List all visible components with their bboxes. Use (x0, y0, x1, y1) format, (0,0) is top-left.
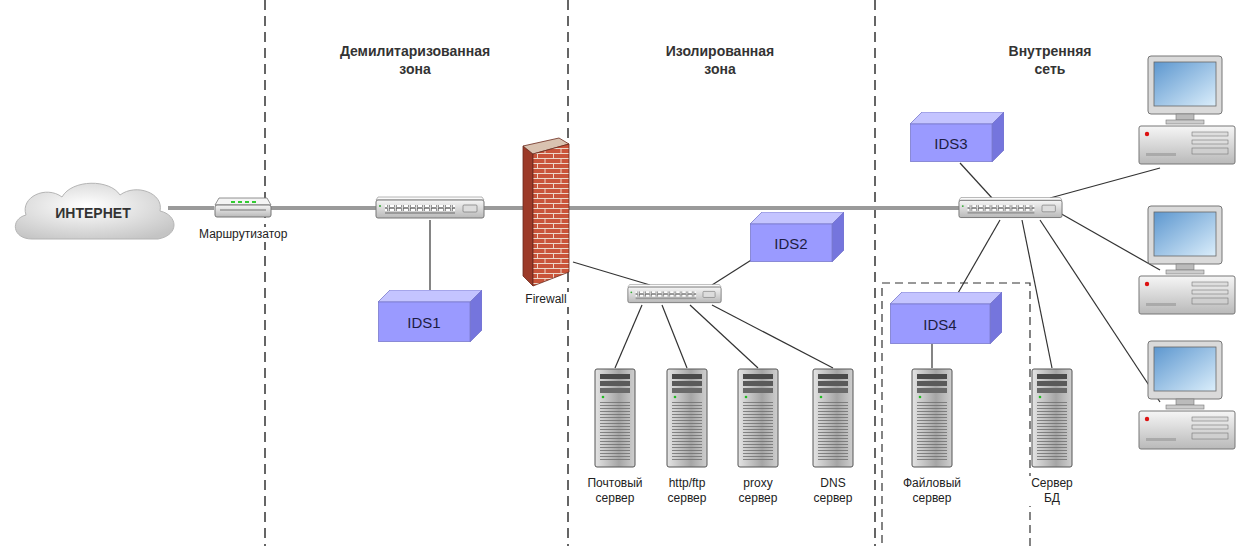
node-label: IDS4 (923, 316, 956, 333)
node-label: IDS1 (407, 314, 440, 331)
node-icon (909, 368, 955, 468)
server-icon (813, 369, 853, 467)
ids-front (891, 304, 991, 344)
workstation-icon (1139, 341, 1235, 449)
node-icon (592, 368, 638, 468)
link-wire (1022, 220, 1052, 368)
link-wire (1050, 168, 1160, 198)
link-wire (958, 220, 1000, 293)
node-caption: DNS сервер (798, 476, 868, 506)
node-icon (735, 368, 781, 468)
server-node: Файловый сервер (892, 368, 972, 506)
protected-segment (882, 283, 1030, 546)
backbone-line (270, 206, 962, 210)
ids-top (750, 212, 844, 224)
server-node: Сервер БД (1023, 368, 1081, 506)
internet-cloud: ИНТЕРНЕТ (8, 175, 178, 250)
zone-heading: Демилитаризованная зона (333, 42, 498, 78)
ids-side (470, 290, 482, 342)
node-label: ИНТЕРНЕТ (55, 205, 130, 221)
node-label: IDS2 (774, 235, 807, 252)
node-caption: Firewall (516, 292, 576, 307)
server-node: Почтовый сервер (580, 368, 650, 506)
node-icon (214, 197, 272, 219)
switch-icon (376, 197, 484, 218)
server-node: http/ftp сервер (652, 368, 722, 506)
server-icon (595, 369, 635, 467)
zone-divider (874, 0, 876, 546)
ids-side (992, 112, 1004, 162)
switch-icon (628, 285, 721, 303)
link-wire (712, 257, 756, 285)
link-wire (960, 163, 992, 198)
switch-icon (959, 198, 1062, 218)
router-icon (215, 198, 271, 217)
node-caption: proxy сервер (723, 476, 793, 506)
server-icon (667, 369, 707, 467)
server-node: DNS сервер (798, 368, 868, 506)
network-link (931, 344, 932, 368)
ids-side (832, 212, 844, 262)
server-icon (1032, 369, 1072, 467)
node-caption: Почтовый сервер (580, 476, 650, 506)
network-link (168, 206, 214, 210)
ids-front (751, 224, 833, 262)
node-caption: http/ftp сервер (652, 476, 722, 506)
node-icon (664, 368, 710, 468)
ids-front (911, 124, 993, 162)
node-icon (1029, 368, 1075, 468)
node-icon (521, 138, 571, 288)
ids-box: IDS1 (378, 290, 482, 342)
zone-heading: Изолированная зона (658, 42, 783, 78)
wall-side (523, 146, 533, 286)
server-node: proxy сервер (723, 368, 793, 506)
workstation-icon (1139, 56, 1235, 164)
server-icon (912, 369, 952, 467)
ids-side (990, 292, 1002, 344)
cloud-outline (15, 183, 174, 239)
node-caption: Файловый сервер (892, 476, 972, 506)
zone-divider (264, 0, 266, 546)
ids-box: IDS4 (890, 292, 1002, 344)
node-label: IDS3 (934, 135, 967, 152)
ids-box: IDS2 (750, 212, 844, 262)
firewall-node: Firewall (516, 138, 576, 307)
ids-top (378, 290, 482, 302)
link-wire (429, 220, 430, 295)
router-node: Маршрутизатор (197, 197, 289, 242)
server-icon (738, 369, 778, 467)
wall-front (533, 144, 569, 286)
node-caption: Маршрутизатор (197, 227, 289, 242)
ids-top (890, 292, 1002, 304)
link-wire (690, 305, 758, 368)
zone-borders (265, 0, 875, 546)
ids-box: IDS3 (910, 112, 1004, 162)
link-wire (712, 305, 833, 368)
link-wire (573, 262, 650, 285)
workstation-icon (1139, 206, 1235, 314)
ids-top (910, 112, 1004, 124)
link-wire (662, 305, 687, 368)
link-wire (1058, 212, 1160, 270)
zone-heading: Внутренняя сеть (1000, 42, 1100, 78)
ids-front (379, 302, 471, 342)
node-icon (810, 368, 856, 468)
link-wire (615, 305, 642, 368)
node-caption: Сервер БД (1023, 476, 1081, 506)
